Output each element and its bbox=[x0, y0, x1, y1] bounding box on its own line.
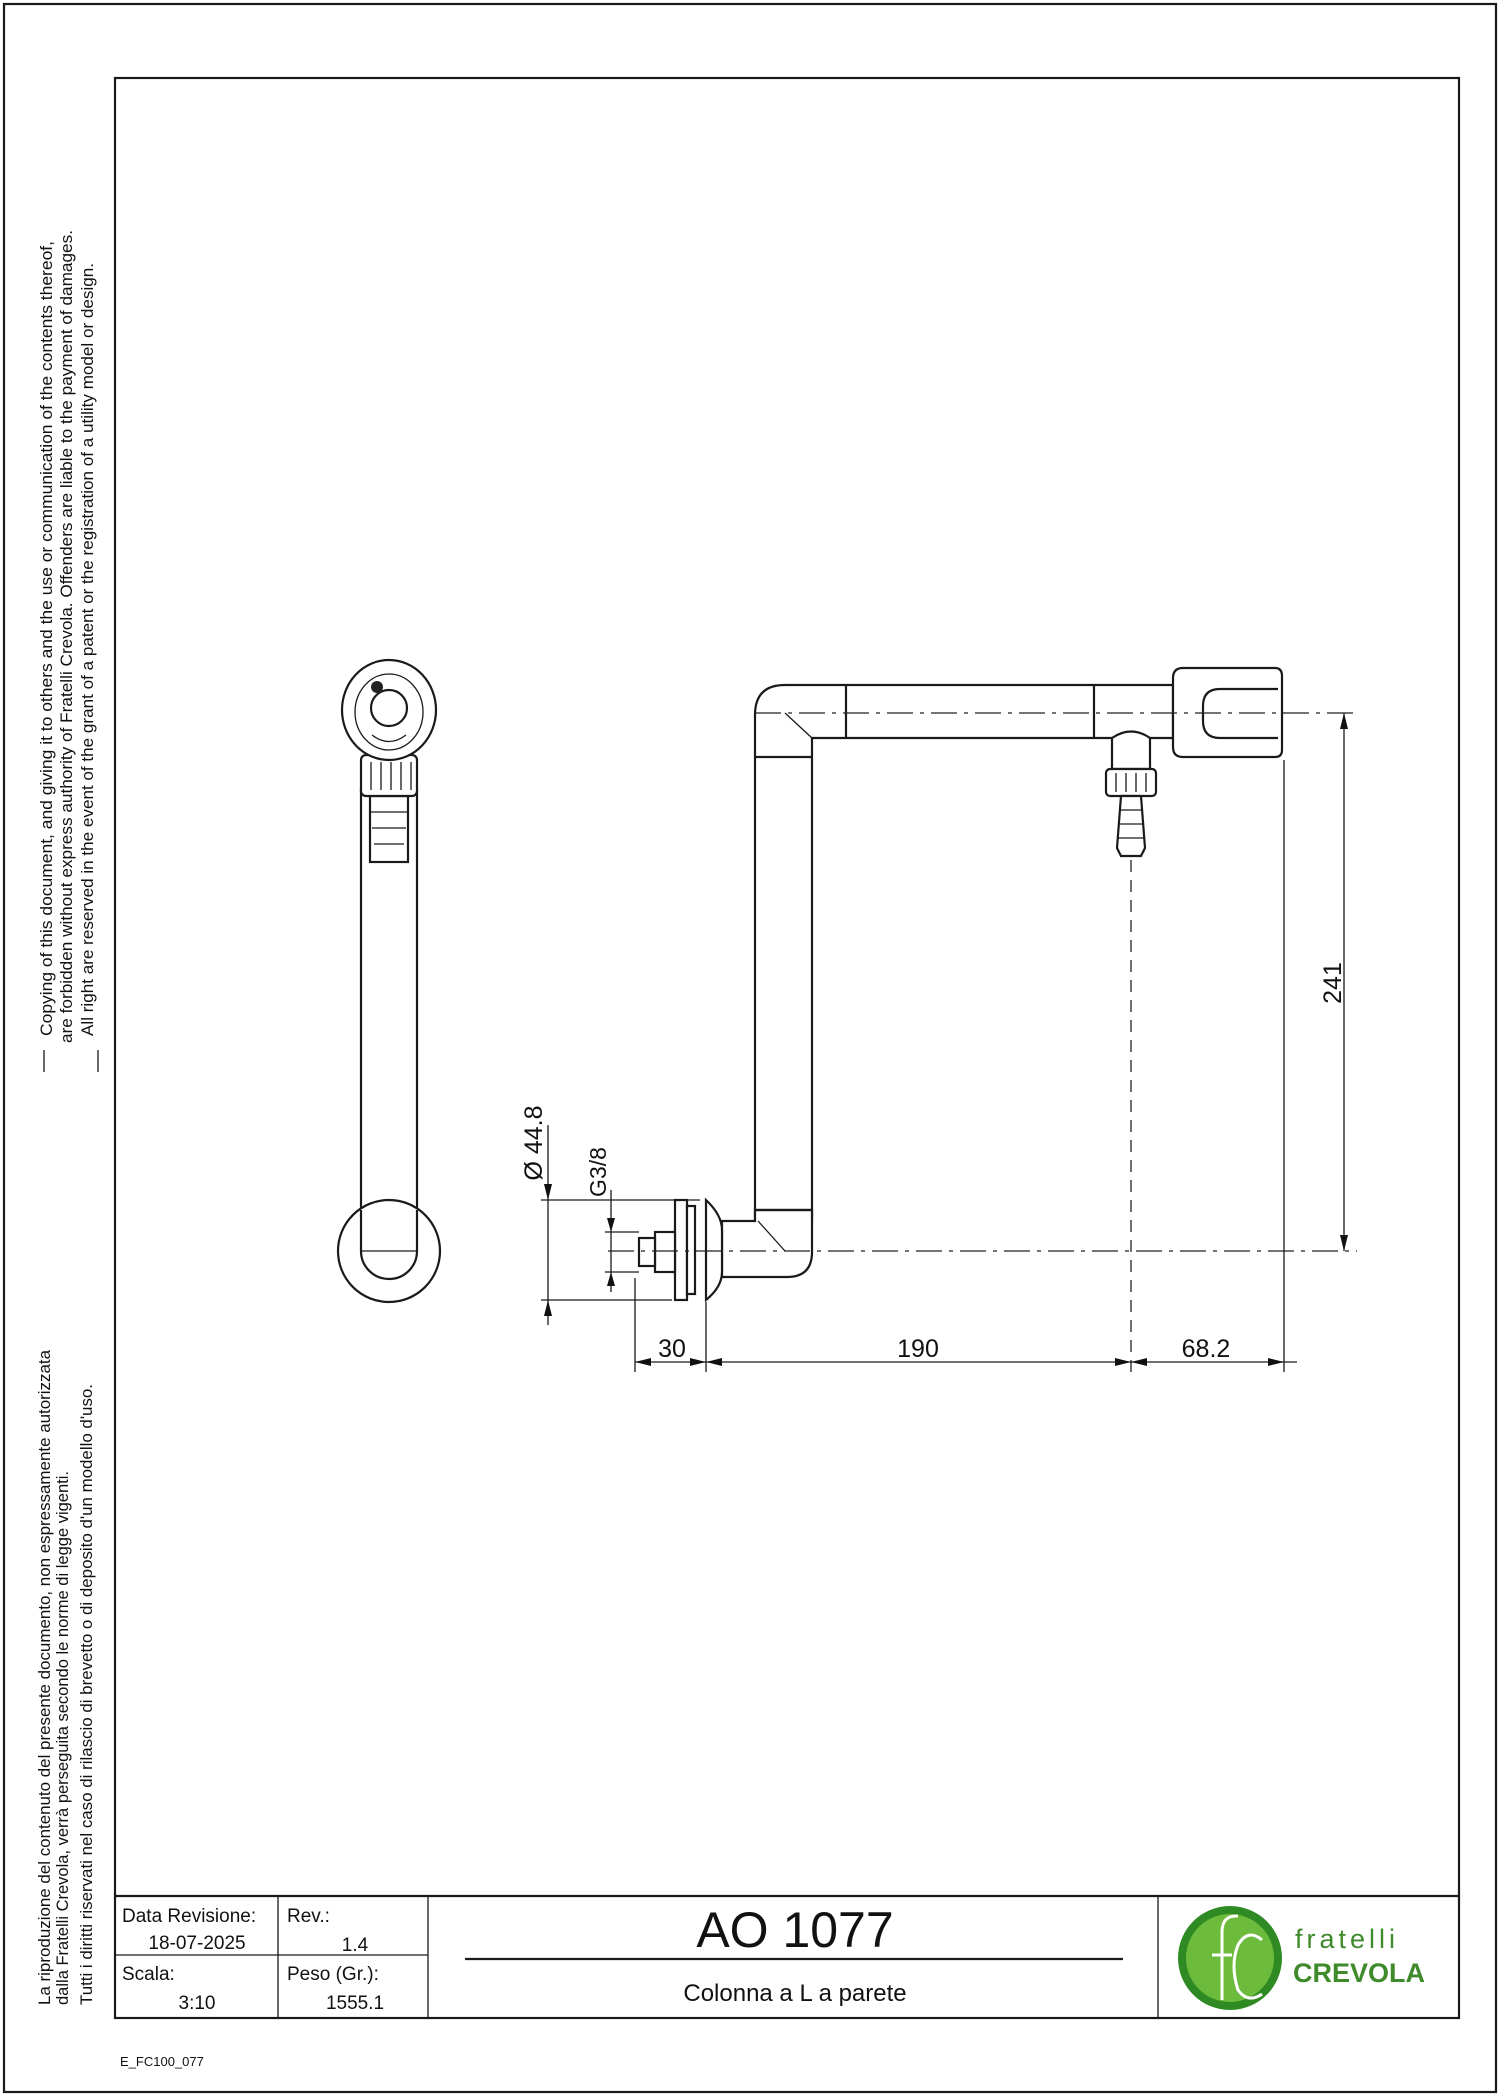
dimension-diameter: Ø 44.8 bbox=[520, 1105, 548, 1180]
weight-label: Peso (Gr.): bbox=[287, 1964, 379, 1985]
legal-notice-italian: La riproduzione del contenuto del presen… bbox=[35, 1349, 96, 2005]
valve-knob bbox=[1171, 666, 1284, 759]
dimensions: 241 30 190 68.2 Ø 44.8 G3/8 bbox=[520, 713, 1348, 1372]
wall-flange bbox=[704, 1197, 724, 1303]
legal-line-3: Tutti i diritti riservati nel caso di ri… bbox=[77, 1384, 96, 2005]
scale-label: Scala: bbox=[122, 1964, 175, 1985]
dimension-offset: 30 bbox=[658, 1335, 686, 1363]
hose-barb bbox=[1115, 794, 1147, 858]
legal-notice-english: Copying of this document, and giving it … bbox=[37, 230, 99, 1072]
rev-label: Rev.: bbox=[287, 1906, 330, 1927]
weight-value: 1555.1 bbox=[326, 1993, 384, 2014]
date-label: Data Revisione: bbox=[122, 1906, 256, 1927]
thread-stub bbox=[637, 1236, 657, 1268]
date-value: 18-07-2025 bbox=[148, 1933, 245, 1954]
side-view bbox=[336, 658, 442, 1304]
legal-line-1: Copying of this document, and giving it … bbox=[37, 241, 56, 1036]
title-block: Data Revisione: 18-07-2025 Rev.: 1.4 Sca… bbox=[115, 1894, 1459, 2018]
legal-line-1: La riproduzione del contenuto del presen… bbox=[35, 1349, 54, 2005]
front-view bbox=[608, 666, 1357, 1372]
footer-code: E_FC100_077 bbox=[120, 2054, 204, 2069]
dimension-outlet: 68.2 bbox=[1182, 1335, 1231, 1363]
scale-value: 3:10 bbox=[179, 1993, 216, 2014]
company-logo: fratelli CREVOLA bbox=[1178, 1906, 1425, 2010]
dimension-length: 190 bbox=[897, 1335, 939, 1363]
hose-barb bbox=[368, 794, 410, 864]
legal-line-3: All right are reserved in the event of t… bbox=[78, 263, 97, 1036]
dimension-height: 241 bbox=[1319, 962, 1347, 1004]
drawing-code: AO 1077 bbox=[696, 1902, 893, 1958]
legal-line-2: dalla Fratelli Crevola, verrà perseguita… bbox=[53, 1471, 72, 2005]
logo-text-fratelli: fratelli bbox=[1295, 1924, 1399, 1954]
outlet-tee bbox=[1110, 730, 1152, 771]
logo-text-crevola: CREVOLA bbox=[1293, 1958, 1425, 1988]
nut bbox=[359, 753, 419, 798]
dimension-thread: G3/8 bbox=[585, 1147, 611, 1197]
outlet-nut bbox=[1104, 767, 1158, 798]
rev-value: 1.4 bbox=[342, 1935, 369, 1956]
valve-head bbox=[340, 658, 438, 762]
valve-marker-icon bbox=[371, 681, 383, 693]
drawing-frame bbox=[113, 76, 1461, 2020]
mount-nut bbox=[653, 1230, 677, 1274]
drawing-description: Colonna a L a parete bbox=[683, 1980, 906, 2007]
legal-line-2: are forbidden without express authority … bbox=[57, 230, 76, 1043]
